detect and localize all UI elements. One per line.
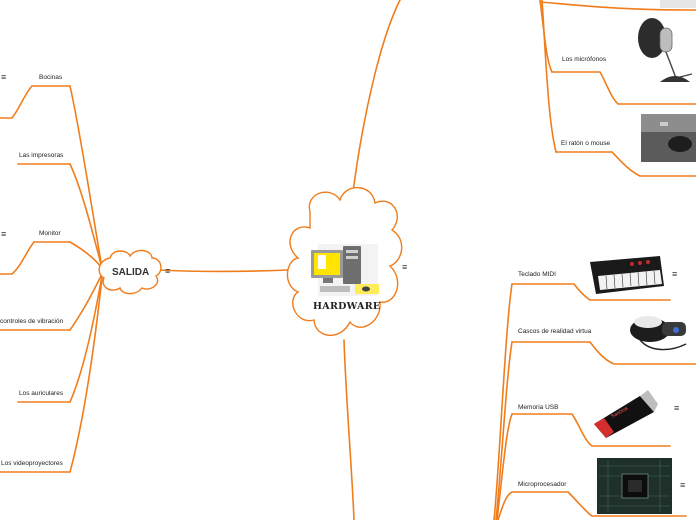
salida-cloud: [98, 249, 162, 295]
memoria-usb-menu-icon[interactable]: ≡: [674, 403, 680, 413]
usb-drive-icon: SanDisk: [594, 390, 658, 438]
branch-bottom: [343, 339, 355, 520]
microprocessor-icon: [597, 458, 672, 514]
item-controles-vibracion[interactable]: controles de vibración: [0, 318, 64, 325]
item-impresoras[interactable]: Las impresoras: [19, 152, 64, 159]
item-microprocesador[interactable]: Microprocesador: [518, 481, 567, 488]
branch-top: [351, 0, 401, 201]
salida-menu-icon[interactable]: ≡: [165, 266, 171, 276]
item-teclado-midi[interactable]: Teclado MIDI: [518, 271, 556, 278]
top-partial-image: [660, 0, 696, 8]
teclado-midi-menu-icon[interactable]: ≡: [672, 269, 678, 279]
item-raton[interactable]: El ratón o mouse: [561, 140, 611, 147]
item-cascos-vr[interactable]: Cascos de realidad virtua: [518, 328, 592, 335]
central-title[interactable]: HARDWARE: [313, 301, 381, 312]
computer-icon: [311, 244, 379, 296]
salida-trunk: [69, 85, 103, 269]
central-menu-icon[interactable]: ≡: [402, 262, 408, 272]
item-memoria-usb[interactable]: Memoria USB: [518, 404, 559, 411]
item-microfonos[interactable]: Los micrófonos: [562, 56, 607, 63]
microprocesador-menu-icon[interactable]: ≡: [680, 480, 686, 490]
salida-title[interactable]: SALIDA: [112, 267, 150, 278]
branch-salida: [157, 269, 289, 273]
item-auriculares[interactable]: Los auriculares: [19, 390, 64, 397]
bocinas-menu-icon[interactable]: ≡: [1, 72, 7, 82]
item-videoproyectores[interactable]: Los videoproyectores: [1, 460, 63, 467]
mouse-icon: [641, 114, 696, 162]
vr-headset-icon: [626, 308, 692, 358]
monitor-menu-icon[interactable]: ≡: [1, 229, 7, 239]
item-monitor[interactable]: Monitor: [39, 230, 61, 237]
midi-keyboard-icon: [586, 250, 666, 296]
item-bocinas[interactable]: Bocinas: [39, 74, 63, 81]
microphone-icon: [632, 14, 696, 94]
